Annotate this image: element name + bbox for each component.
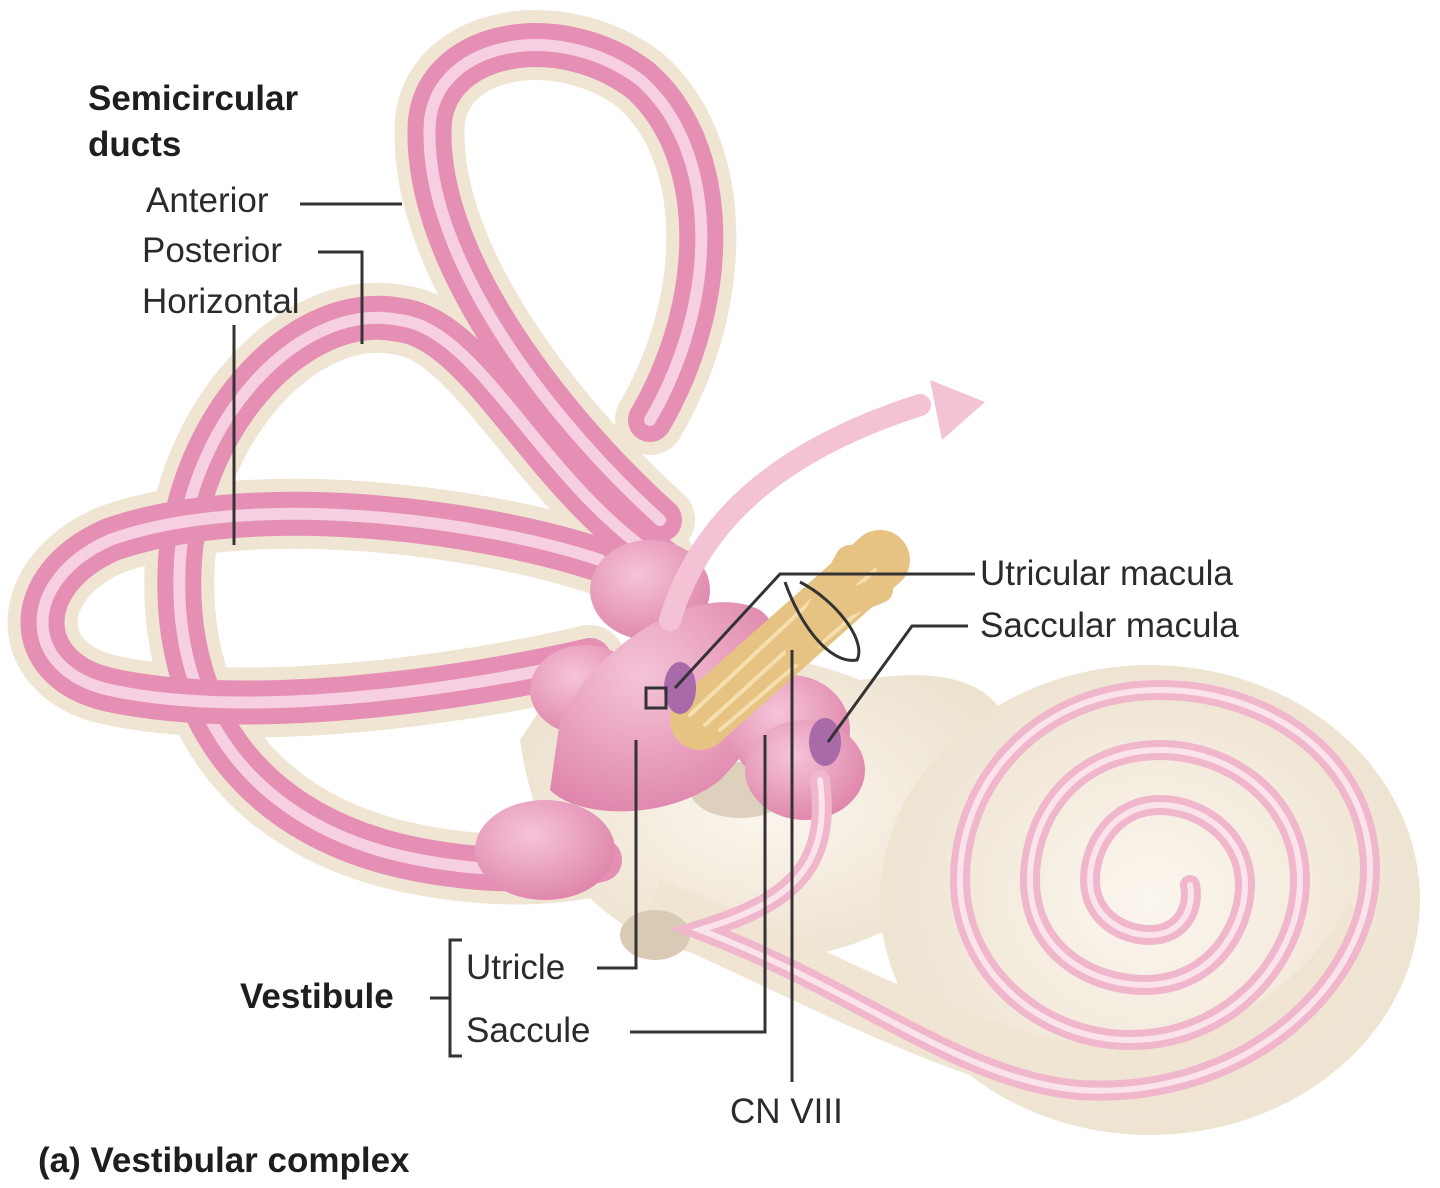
saccular-macula [809, 718, 841, 766]
posterior-label: Posterior [142, 231, 283, 270]
utricular-macula-label: Utricular macula [980, 554, 1233, 593]
cn-viii-bracket [783, 580, 861, 662]
utricle-label: Utricle [466, 948, 566, 987]
anterior-label: Anterior [146, 181, 269, 220]
leader-posterior [318, 250, 364, 344]
leader-saccule [630, 735, 767, 1034]
semicircular-ducts [20, 23, 724, 892]
utricular-macula-inset-box [644, 686, 668, 710]
lower-vestibule-sac [745, 720, 865, 820]
leader-utricle [597, 740, 638, 970]
ampullae [475, 540, 710, 900]
semicircular-ducts-label-line1: Semicircular [88, 79, 299, 118]
leader-saccular-macula [826, 624, 968, 743]
leader-utricular-macula [673, 572, 975, 690]
cochlear-duct [668, 679, 1381, 1101]
saccular-macula-label: Saccular macula [980, 606, 1239, 645]
semicircular-ducts-label-line2: ducts [88, 125, 182, 164]
endolymphatic-duct-arrow [659, 380, 985, 631]
vestibule-bracket [430, 938, 462, 1058]
leader-lines [232, 202, 975, 1082]
horizontal-label: Horizontal [142, 282, 300, 321]
cn-viii-label: CN VIII [730, 1092, 843, 1131]
vestibule-label: Vestibule [240, 977, 394, 1016]
figure-caption: (a) Vestibular complex [38, 1141, 410, 1180]
saccule-label: Saccule [466, 1011, 591, 1050]
bony-round-window [620, 910, 690, 960]
